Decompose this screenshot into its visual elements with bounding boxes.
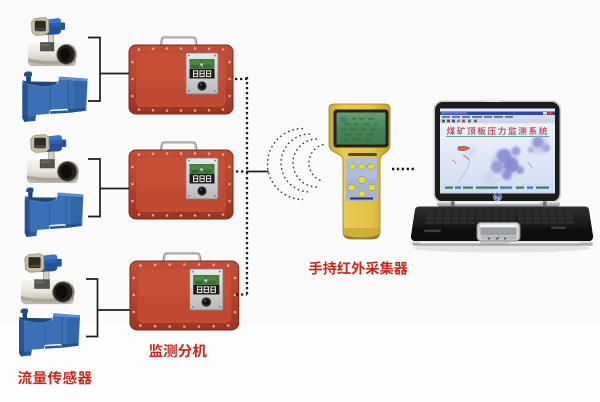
- svg-text:hp: hp: [494, 196, 500, 202]
